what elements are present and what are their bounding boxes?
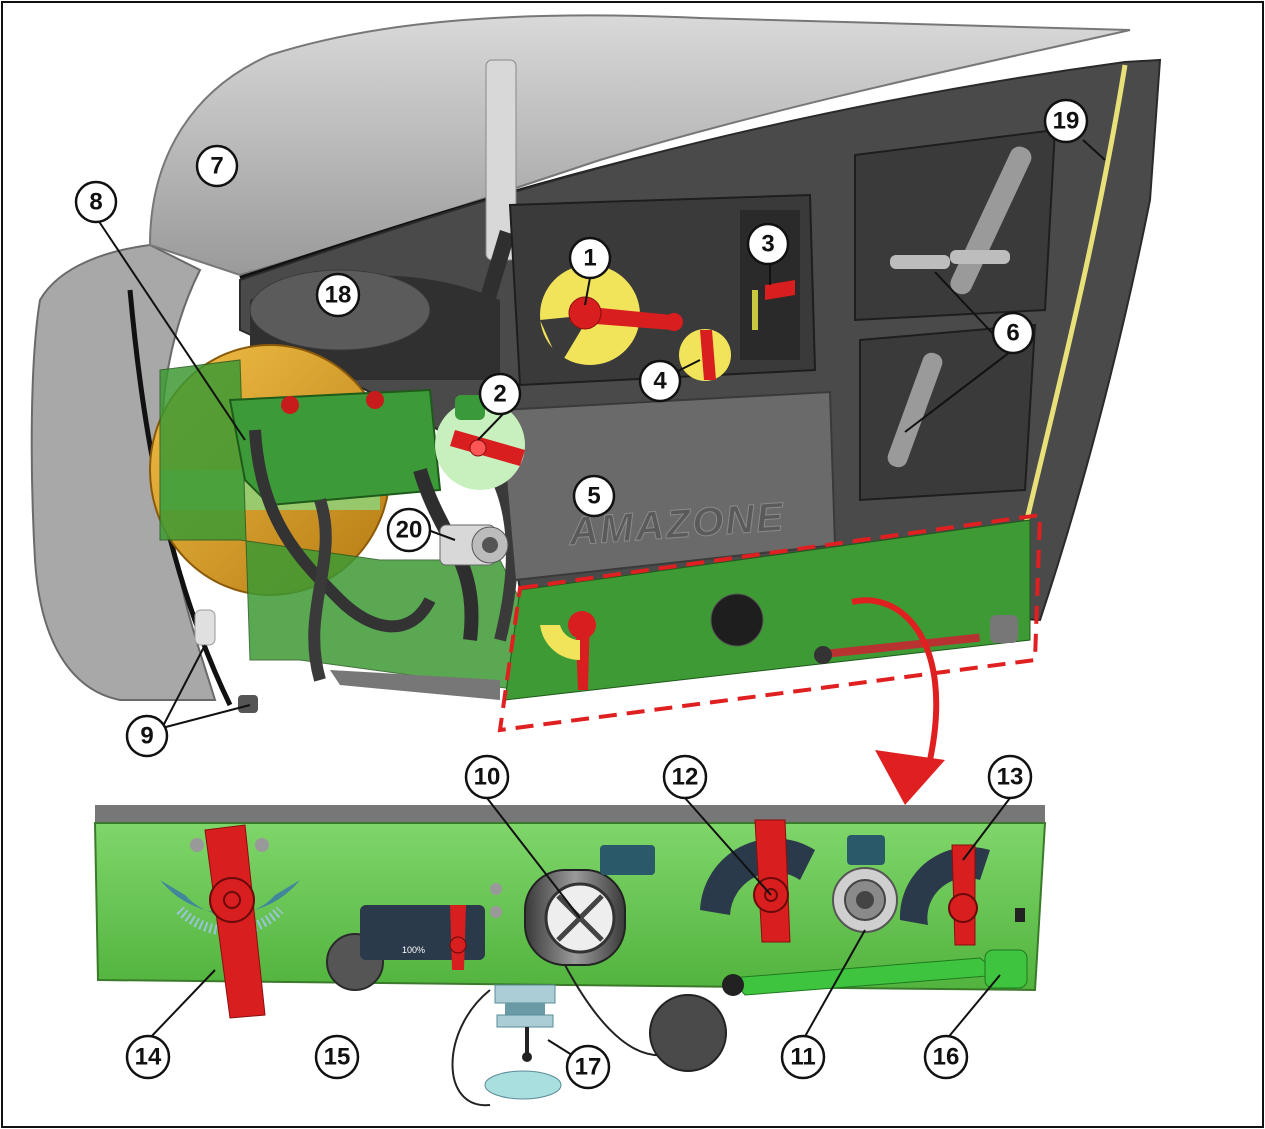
callout-18-label: 18 (325, 282, 352, 309)
callout-14-label: 14 (135, 1044, 162, 1071)
yellow-tube (1012, 64, 1128, 571)
icon-plate (847, 835, 885, 865)
callout-6-label: 6 (1006, 320, 1019, 347)
callout-3-label: 3 (761, 231, 774, 258)
callout-12-label: 12 (672, 764, 699, 791)
callout-1-label: 1 (583, 245, 596, 272)
callout-7-label: 7 (210, 153, 223, 180)
panel-clip (1015, 908, 1025, 922)
side-cover (30, 243, 217, 701)
control-knob (281, 396, 299, 414)
handle-ball (722, 974, 744, 996)
callout-11-label: 11 (790, 1044, 815, 1071)
callout-3: 3 (746, 222, 790, 266)
highlight-rail (820, 633, 980, 659)
holder-rod (887, 352, 943, 468)
callout-18: 18 (315, 272, 361, 318)
lever-ball (665, 313, 683, 331)
callout-9: 9 (125, 714, 169, 758)
callout-4-label: 4 (653, 368, 667, 395)
lever-12-hub-inner (764, 888, 778, 902)
callout-5-label: 5 (587, 483, 600, 510)
curved-arrow-down-icon (851, 597, 945, 805)
mount-bolt (490, 883, 502, 895)
loose-cap (649, 994, 727, 1072)
callout-7: 7 (195, 144, 239, 188)
callout-1: 1 (568, 236, 612, 280)
callout-13-label: 13 (997, 764, 1024, 791)
icon-plate (600, 845, 655, 875)
callout-16-label: 16 (933, 1044, 960, 1071)
valve-hub (469, 439, 487, 457)
level-percent-label: 100% (402, 945, 425, 955)
callout-4: 4 (638, 359, 682, 403)
main-switch-hub (568, 296, 602, 330)
hose (249, 429, 436, 633)
fitting (238, 695, 258, 713)
callout-10-label: 10 (474, 764, 501, 791)
highlight-scale (540, 625, 580, 661)
callout-20: 20 (386, 507, 432, 553)
callout-19: 19 (1043, 98, 1089, 144)
callout-14: 14 (125, 1034, 171, 1080)
callout-8: 8 (74, 180, 118, 224)
control-knob (366, 391, 384, 409)
lever-14-hub (209, 877, 255, 923)
handle-clamp (984, 949, 1028, 989)
level-lever-hub (449, 936, 467, 954)
lever-14-hub-inner (223, 891, 241, 909)
callout-6: 6 (991, 311, 1035, 355)
callout-2-label: 2 (493, 381, 506, 408)
quick-coupling (439, 524, 509, 566)
callout-15-label: 15 (324, 1044, 351, 1071)
highlight-ball (814, 646, 832, 664)
callout-17: 17 (565, 1044, 611, 1090)
fitting (194, 609, 216, 646)
slot-lever (765, 280, 795, 300)
mount-bolt (490, 906, 502, 918)
callout-2: 2 (478, 372, 522, 416)
callout-5: 5 (572, 474, 616, 518)
callout-16: 16 (923, 1034, 969, 1080)
holder-rod (950, 250, 1010, 264)
mount-bolt (255, 838, 269, 852)
highlight-end-cap (990, 615, 1018, 643)
coupling-core (856, 891, 874, 909)
callout-9-label: 9 (140, 723, 153, 750)
callout-13: 13 (987, 754, 1033, 800)
detail-top-rail (95, 805, 1045, 823)
highlight-filter (710, 593, 764, 647)
mount-bolt (190, 838, 204, 852)
valve-fitting (455, 395, 485, 420)
callout-19-label: 19 (1053, 108, 1080, 135)
callout-17-label: 17 (575, 1054, 602, 1081)
callout-10: 10 (464, 754, 510, 800)
callout-15: 15 (314, 1034, 360, 1080)
drain-plug (451, 984, 562, 1107)
base-plate (330, 670, 500, 700)
machine-overview: AMAZONE (30, 14, 1162, 713)
hose (308, 498, 332, 682)
valve-lever (450, 430, 525, 466)
small-switch-lever (700, 330, 716, 380)
callout-11: 11 (780, 1034, 826, 1080)
callout-8-label: 8 (89, 189, 102, 216)
slot-marking (752, 290, 758, 330)
callout-20-label: 20 (396, 517, 423, 544)
callout-12: 12 (662, 754, 708, 800)
lever-13-hub (948, 893, 978, 923)
control-box (228, 388, 442, 507)
highlight-lever-hub (568, 611, 596, 639)
detail-highlight-outline (497, 512, 1043, 733)
holder-rod (890, 255, 950, 269)
